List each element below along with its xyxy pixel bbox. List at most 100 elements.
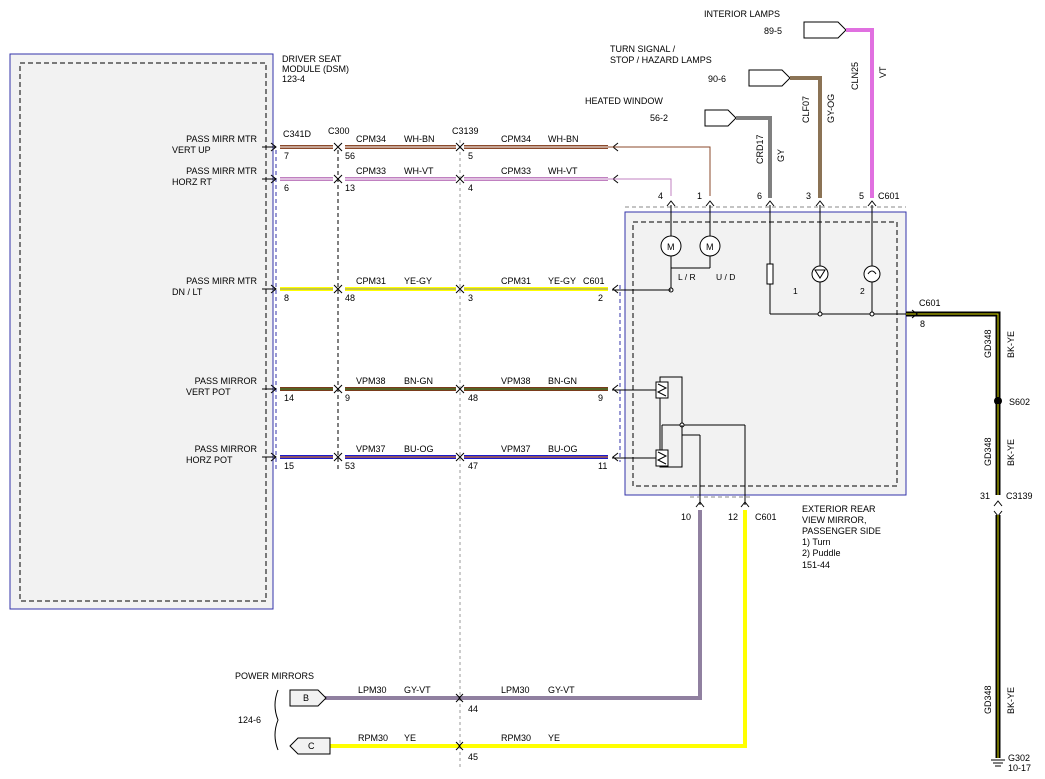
pin-c3139-2: 3	[468, 293, 473, 303]
pin-c601-4: 11	[598, 461, 607, 471]
mirror-line1: EXTERIOR REAR	[802, 504, 876, 514]
mirror-module-inner	[632, 221, 898, 487]
circuit-id-right-1: CPM33	[501, 166, 531, 176]
pin-c300-3: 9	[345, 393, 350, 403]
pin-c601-2: 2	[598, 293, 603, 303]
circuit-arrow-dsm-0	[270, 142, 277, 152]
circuit-id-right-4: VPM37	[501, 444, 531, 454]
circuit-label2-2: DN / LT	[172, 287, 203, 297]
color-code-left-2: YE-GY	[404, 276, 432, 286]
circuit-label1-4: PASS MIRROR	[195, 444, 258, 454]
power-mirror-feeds: 10 12 C601 B C POWER MIRRORS 124-6 LPM30…	[235, 496, 777, 762]
pin-dsm-2: 8	[284, 293, 289, 303]
c601-arrow-2	[612, 284, 619, 294]
mirror-line5: 2) Puddle	[802, 548, 841, 558]
c601-row-label: C601	[583, 276, 605, 286]
power-c-pin: 45	[468, 752, 478, 762]
ground-color-1: BK-YE	[1006, 331, 1016, 358]
ground-circuit-2: GD348	[983, 437, 993, 466]
feed-heated-color: GY	[776, 149, 786, 162]
circuit-id-right-3: VPM38	[501, 376, 531, 386]
feed-turn-label2: STOP / HAZARD LAMPS	[610, 55, 712, 65]
g302-label: G302	[1008, 753, 1030, 763]
circuit-id-left-1: CPM33	[356, 166, 386, 176]
c601-arrow-3	[612, 384, 619, 394]
power-c-color-right: YE	[548, 733, 560, 743]
feed-interior-pin: 5	[859, 191, 864, 201]
c341d-label: C341D	[283, 129, 312, 139]
route-up-0	[608, 146, 711, 196]
feed-turn-ref: 90-6	[708, 74, 726, 84]
c300-label: C300	[328, 126, 350, 136]
c300-arrow-b-0	[337, 142, 343, 152]
pin-dsm-0: 7	[284, 151, 289, 161]
pin-c3139-1: 4	[468, 183, 473, 193]
power-c-circuit-left: RPM30	[358, 733, 388, 743]
pin-c3139-4: 47	[468, 461, 478, 471]
c601-top-label: C601	[878, 191, 900, 201]
circuit-id-left-0: CPM34	[356, 134, 386, 144]
mirror-line2: VIEW MIRROR,	[802, 515, 867, 525]
motor-lr-symbol: M	[667, 242, 675, 252]
mirror-description: EXTERIOR REAR VIEW MIRROR, PASSENGER SID…	[802, 504, 881, 570]
circuit-arrow-dsm-3	[270, 384, 277, 394]
pin-dsm-3: 14	[284, 393, 294, 403]
s602-splice	[994, 397, 1002, 405]
color-code-right-2: YE-GY	[548, 276, 576, 286]
power-b-pin: 44	[468, 704, 478, 714]
ground-color-3: BK-YE	[1006, 687, 1016, 714]
circuit-label1-1: PASS MIRR MTR	[186, 166, 257, 176]
c3139-arrow-b-0	[459, 142, 465, 152]
c300-arrow-b-4	[337, 452, 343, 462]
lamp1-label: 1	[793, 286, 798, 296]
circuit-label2-4: HORZ POT	[186, 455, 233, 465]
dsm-name-1: DRIVER SEAT	[282, 54, 342, 64]
power-ref: 124-6	[238, 715, 261, 725]
ground-pin-c3139: 31	[980, 491, 990, 501]
mirror-pin12: 12	[728, 512, 738, 522]
c300-arrow-b-3	[337, 384, 343, 394]
power-b-color-right: GY-VT	[548, 685, 575, 695]
power-b-circuit-right: LPM30	[501, 685, 530, 695]
feed-turn-pin: 3	[806, 191, 811, 201]
color-code-left-3: BN-GN	[404, 376, 433, 386]
mirror-pin8: 8	[920, 319, 925, 329]
pin-dsm-1: 6	[284, 183, 289, 193]
dsm-name-2: MODULE (DSM)	[282, 64, 349, 74]
circuit-label2-3: VERT POT	[186, 387, 231, 397]
feed-heated-window: HEATED WINDOW 56-2 CRD17 GY 6	[585, 96, 786, 201]
route-up-1	[608, 178, 672, 196]
circuit-id-left-4: VPM37	[356, 444, 386, 454]
s602-label: S602	[1009, 397, 1030, 407]
c3139-arrow-b-1	[459, 174, 465, 184]
feed-turn-signal: TURN SIGNAL / STOP / HAZARD LAMPS 90-6 C…	[610, 44, 836, 201]
pin-c300-0: 56	[345, 151, 355, 161]
pin-dsm-4: 15	[284, 461, 294, 471]
c601-bottom-label: C601	[755, 512, 777, 522]
circuit-arrow-dsm-4	[270, 452, 277, 462]
feed-interior-color: VT	[878, 66, 888, 78]
dsm-module-box	[9, 53, 274, 610]
pin-c300-4: 53	[345, 461, 355, 471]
circuit-label1-0: PASS MIRR MTR	[186, 134, 257, 144]
circuit-id-right-2: CPM31	[501, 276, 531, 286]
c3139-label: C3139	[452, 126, 479, 136]
power-c-circuit-right: RPM30	[501, 733, 531, 743]
color-code-left-1: WH-VT	[404, 166, 434, 176]
c3139-arrow-b-3	[459, 384, 465, 394]
feed-interior-circuit: CLN25	[850, 62, 860, 90]
pin-c300-1: 13	[345, 183, 355, 193]
circuit-arrow-dsm-2	[270, 284, 277, 294]
lamp2-label: 2	[860, 286, 865, 296]
circuit-label2-1: HORZ RT	[172, 177, 212, 187]
circuit-arrow-dsm-1	[270, 174, 277, 184]
circuit-label2-0: VERT UP	[172, 145, 211, 155]
dsm-ref: 123-4	[282, 74, 305, 84]
power-title: POWER MIRRORS	[235, 671, 314, 681]
puddle-lamp: 2	[860, 205, 881, 314]
motor-lr-label: L / R	[678, 272, 696, 282]
feed-interior-label: INTERIOR LAMPS	[704, 9, 780, 19]
ground-color-2: BK-YE	[1006, 439, 1016, 466]
